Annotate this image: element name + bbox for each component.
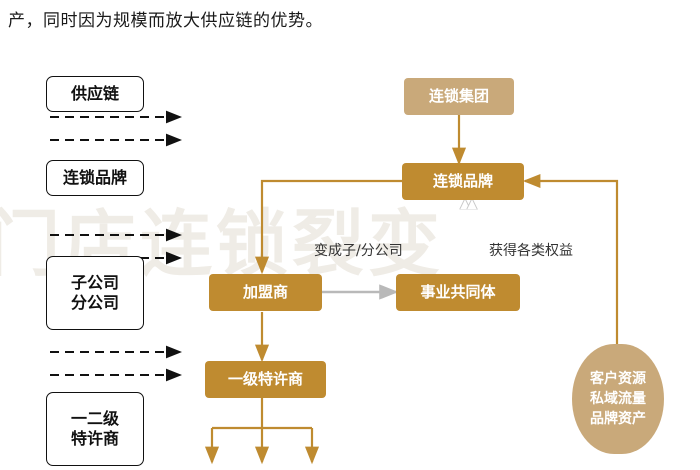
node-chain-brand-left[interactable]: 连锁品牌 (46, 160, 144, 196)
edge-assets-to-brand (522, 173, 619, 345)
edge-label-gain-rights: 获得各类权益 (489, 243, 573, 259)
node-customer-assets-line3: 品牌资产 (590, 411, 646, 428)
node-career-community[interactable]: 事业共同体 (396, 274, 520, 311)
node-chain-brand-right-label: 连锁品牌 (432, 172, 493, 191)
node-first-level-franchisee-label: 一级特许商 (227, 370, 303, 389)
node-first-level-franchisee[interactable]: 一级特许商 (205, 361, 326, 398)
node-supply-chain-label: 供应链 (70, 84, 119, 103)
node-customer-assets[interactable]: 客户资源 私域流量 品牌资产 (572, 344, 664, 454)
node-chain-brand-right[interactable]: 连锁品牌 (402, 163, 524, 200)
node-chain-group[interactable]: 连锁集团 (404, 78, 514, 115)
node-franchise-partner[interactable]: 加盟商 (209, 274, 322, 311)
node-franchisee-levels-line2: 特许商 (70, 429, 119, 448)
node-franchisee-levels[interactable]: 一二级 特许商 (46, 392, 144, 466)
node-subsidiary-line1: 子公司 (70, 273, 119, 292)
node-customer-assets-line1: 客户资源 (590, 370, 646, 387)
node-supply-chain[interactable]: 供应链 (46, 76, 144, 112)
node-career-community-label: 事业共同体 (420, 283, 496, 302)
node-subsidiary-line2: 分公司 (70, 293, 119, 312)
node-franchisee-levels-line1: 一二级 (70, 409, 119, 428)
node-chain-group-label: 连锁集团 (428, 87, 489, 106)
node-chain-brand-left-label: 连锁品牌 (62, 168, 127, 187)
edge-brand-to-franchise (254, 179, 402, 275)
node-franchise-partner-label: 加盟商 (242, 283, 288, 302)
page-caption: 产，同时因为规模而放大供应链的优势。 (8, 11, 323, 31)
edge-label-become-subsidiary: 变成子/分公司 (314, 243, 403, 259)
node-customer-assets-line2: 私域流量 (590, 390, 646, 407)
node-subsidiary[interactable]: 子公司 分公司 (46, 256, 144, 330)
left-dashed-arrows (50, 110, 182, 382)
